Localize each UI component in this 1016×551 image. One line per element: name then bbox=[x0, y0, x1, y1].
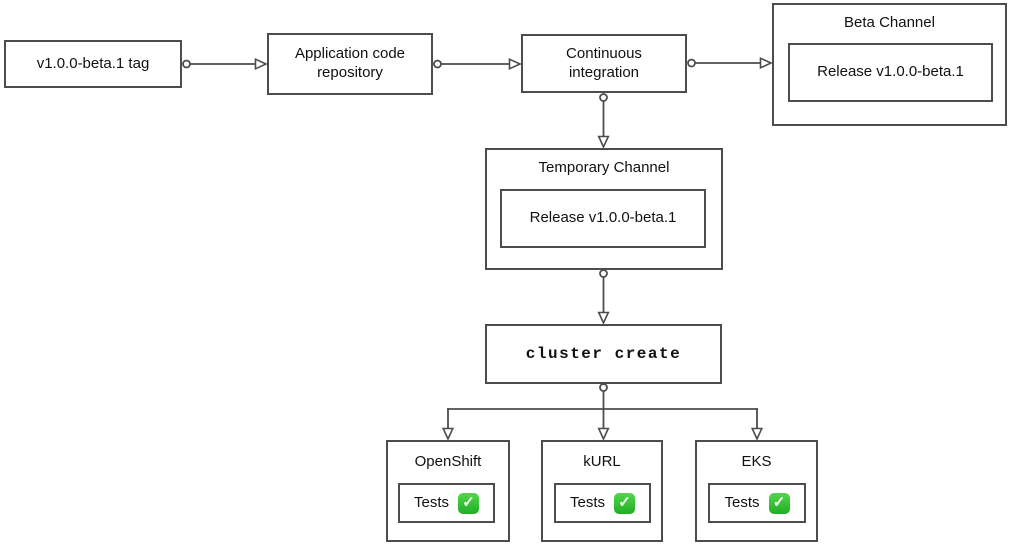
node-cluster-eks: EKS Tests ✓ bbox=[695, 440, 818, 542]
beta-channel-release-label: Release v1.0.0-beta.1 bbox=[817, 63, 964, 81]
cluster-eks-title: EKS bbox=[741, 452, 772, 470]
check-mark-button-icon: ✓ bbox=[614, 492, 635, 514]
cluster-kurl-title: kURL bbox=[583, 452, 621, 470]
cluster-kurl-tests-box: Tests ✓ bbox=[554, 483, 651, 523]
temporary-channel-release-box: Release v1.0.0-beta.1 bbox=[500, 189, 706, 248]
check-glyph: ✓ bbox=[462, 493, 475, 511]
beta-channel-release-box: Release v1.0.0-beta.1 bbox=[788, 43, 993, 102]
node-beta-channel: Beta Channel Release v1.0.0-beta.1 bbox=[772, 3, 1007, 126]
connector-temporary-channel-to-cluster-create bbox=[597, 269, 610, 325]
tests-label: Tests bbox=[569, 493, 605, 511]
check-mark-button-icon: ✓ bbox=[768, 492, 790, 514]
cluster-openshift-title: OpenShift bbox=[414, 452, 482, 470]
temporary-channel-title: Temporary Channel bbox=[538, 158, 670, 176]
cluster-eks-tests-box: Tests ✓ bbox=[708, 483, 806, 523]
node-cluster-create: cluster create bbox=[485, 324, 722, 384]
node-cluster-kurl: kURL Tests ✓ bbox=[541, 440, 663, 542]
node-continuous-integration: Continuous integration bbox=[521, 34, 687, 93]
connector-cluster-create-to-clusters bbox=[441, 383, 764, 441]
tests-label: Tests bbox=[413, 493, 449, 511]
connector-ci-to-beta-channel bbox=[687, 56, 773, 70]
node-version-tag: v1.0.0-beta.1 tag bbox=[4, 40, 182, 88]
cluster-openshift-tests-box: Tests ✓ bbox=[398, 483, 495, 523]
temporary-channel-release-label: Release v1.0.0-beta.1 bbox=[529, 209, 677, 227]
continuous-integration-label: Continuous integration bbox=[566, 44, 642, 81]
application-code-repository-label: Application code repository bbox=[294, 45, 406, 81]
cluster-create-label: cluster create bbox=[525, 345, 682, 363]
check-glyph: ✓ bbox=[772, 493, 786, 511]
check-mark-button-icon: ✓ bbox=[458, 492, 479, 514]
connector-repo-to-ci bbox=[433, 57, 522, 71]
version-tag-label: v1.0.0-beta.1 tag bbox=[36, 54, 150, 72]
tests-label: Tests bbox=[724, 493, 760, 511]
node-cluster-openshift: OpenShift Tests ✓ bbox=[386, 440, 510, 542]
beta-channel-title: Beta Channel bbox=[844, 13, 935, 31]
node-application-code-repository: Application code repository bbox=[267, 33, 433, 95]
connector-tag-to-repo bbox=[182, 57, 268, 71]
connector-ci-to-temporary-channel bbox=[597, 93, 610, 149]
node-temporary-channel: Temporary Channel Release v1.0.0-beta.1 bbox=[485, 148, 723, 270]
check-glyph: ✓ bbox=[618, 493, 631, 511]
